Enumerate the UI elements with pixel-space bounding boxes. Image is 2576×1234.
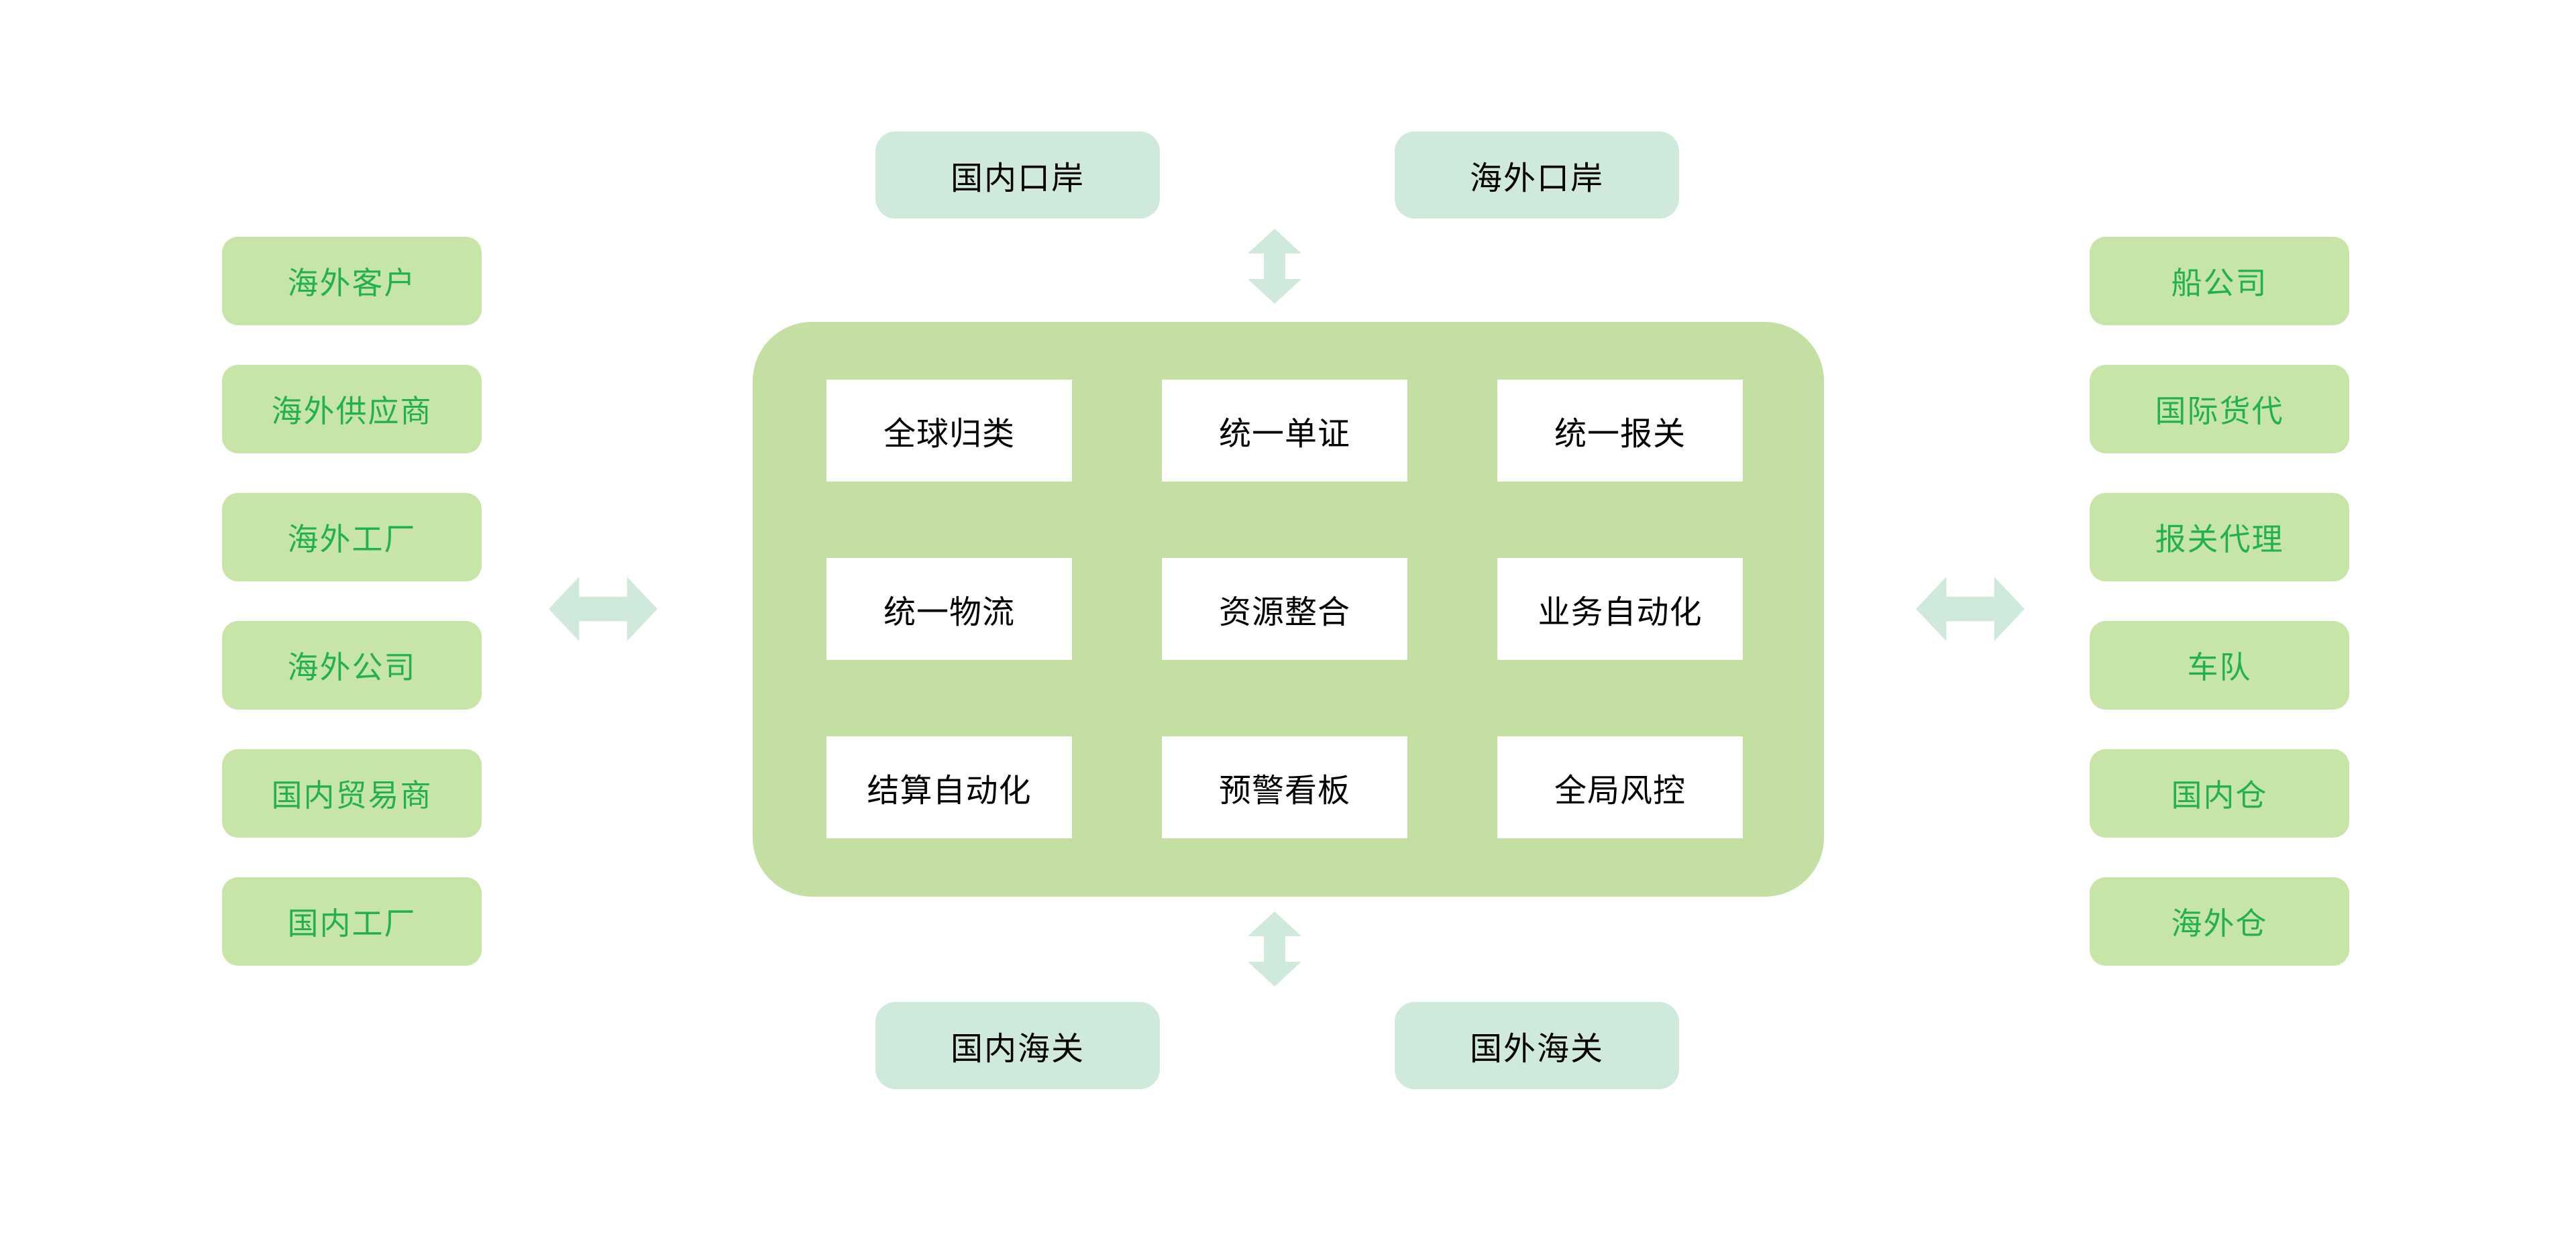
node-international-freight-forwarder: 国际货代 (2090, 365, 2349, 453)
right-horizontal-double-arrow-icon (1916, 577, 2025, 641)
node-foreign-customs: 国外海关 (1395, 1002, 1679, 1089)
bottom-vertical-double-arrow-icon (1248, 911, 1301, 987)
node-overseas-company: 海外公司 (222, 621, 482, 710)
cell-unified-documents: 统一单证 (1162, 380, 1407, 482)
node-overseas-port: 海外口岸 (1395, 131, 1679, 219)
top-vertical-double-arrow-icon (1248, 229, 1301, 304)
cell-resource-integration: 资源整合 (1162, 558, 1407, 660)
node-overseas-suppliers: 海外供应商 (222, 365, 482, 453)
node-domestic-warehouse: 国内仓 (2090, 749, 2349, 838)
node-shipping-company: 船公司 (2090, 237, 2349, 325)
node-domestic-customs: 国内海关 (875, 1002, 1160, 1089)
cell-alert-dashboard: 预警看板 (1162, 736, 1407, 838)
node-overseas-factory: 海外工厂 (222, 493, 482, 581)
node-overseas-warehouse: 海外仓 (2090, 877, 2349, 966)
cell-business-automation: 业务自动化 (1497, 558, 1743, 660)
cell-unified-customs-declaration: 统一报关 (1497, 380, 1743, 482)
node-overseas-customers: 海外客户 (222, 237, 482, 325)
node-domestic-factory: 国内工厂 (222, 877, 482, 966)
left-horizontal-double-arrow-icon (549, 577, 657, 641)
node-truck-fleet: 车队 (2090, 621, 2349, 710)
cell-unified-logistics: 统一物流 (826, 558, 1072, 660)
cell-settlement-automation: 结算自动化 (826, 736, 1072, 838)
cell-global-classification: 全球归类 (826, 380, 1072, 482)
node-domestic-port: 国内口岸 (875, 131, 1160, 219)
cell-global-risk-control: 全局风控 (1497, 736, 1743, 838)
node-domestic-traders: 国内贸易商 (222, 749, 482, 838)
node-customs-broker: 报关代理 (2090, 493, 2349, 581)
